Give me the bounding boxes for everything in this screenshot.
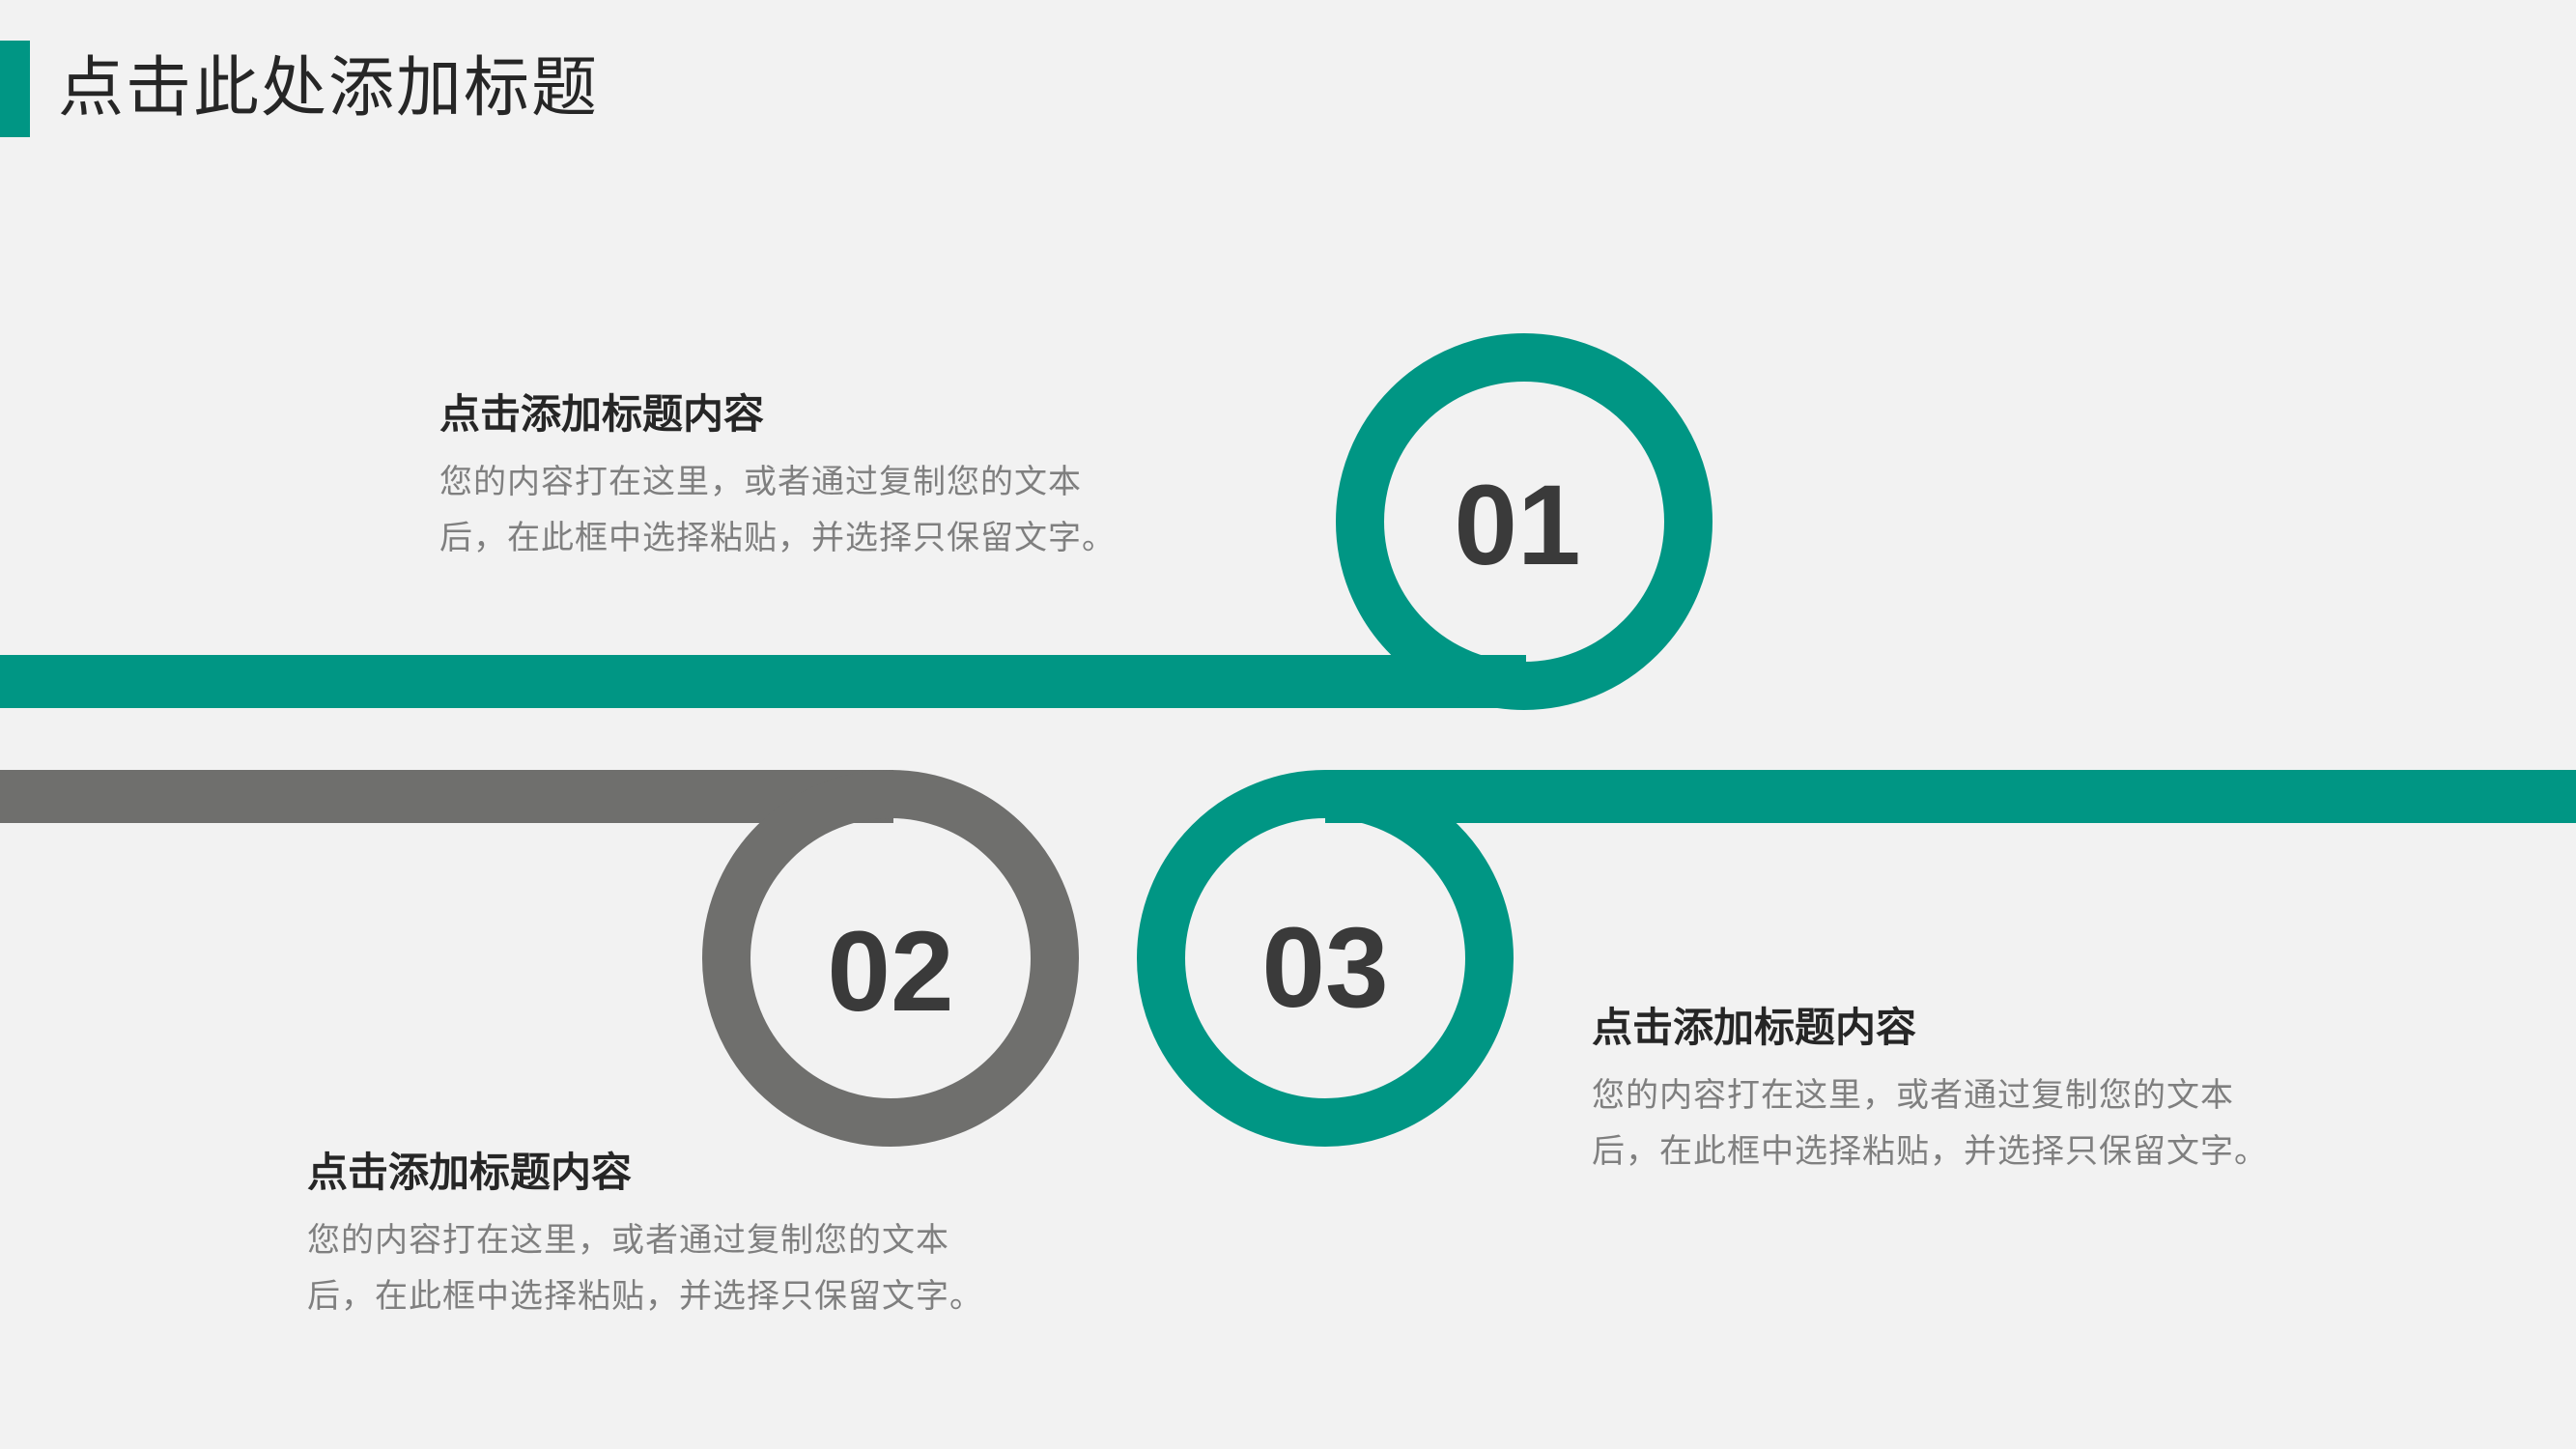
step-3-number: 03 (1261, 904, 1388, 1032)
step-1-body-line-2: 后，在此框中选择粘贴，并选择只保留文字。 (439, 519, 1116, 557)
step-1-line (0, 655, 1526, 708)
step-1-number: 01 (1454, 462, 1580, 589)
step-1-body-line-1: 您的内容打在这里，或者通过复制您的文本 (439, 463, 1082, 501)
step-3-line (1325, 770, 2576, 823)
step-1-ring (1336, 333, 1713, 710)
step-2-line (0, 770, 893, 823)
step-3-body-line-1: 您的内容打在这里，或者通过复制您的文本 (1592, 1076, 2234, 1115)
step-2-body-line-2: 后，在此框中选择粘贴，并选择只保留文字。 (307, 1277, 983, 1316)
step-1-body[interactable]: 您的内容打在这里，或者通过复制您的文本 后，在此框中选择粘贴，并选择只保留文字。 (439, 454, 1116, 566)
step-3-title[interactable]: 点击添加标题内容 (1592, 1004, 1917, 1051)
step-2-ring (702, 770, 1079, 1147)
step-3-body[interactable]: 您的内容打在这里，或者通过复制您的文本 后，在此框中选择粘贴，并选择只保留文字。 (1592, 1067, 2268, 1179)
step-1-line-joint (1391, 655, 1449, 708)
step-1-title[interactable]: 点击添加标题内容 (439, 390, 765, 438)
page-title[interactable]: 点击此处添加标题 (58, 50, 600, 127)
step-1-text-block: 点击添加标题内容 您的内容打在这里，或者通过复制您的文本 后，在此框中选择粘贴，… (439, 388, 1116, 566)
step-2-title[interactable]: 点击添加标题内容 (307, 1149, 633, 1196)
step-2-body[interactable]: 您的内容打在这里，或者通过复制您的文本 后，在此框中选择粘贴，并选择只保留文字。 (307, 1212, 983, 1324)
step-3-ring (1137, 770, 1514, 1147)
step-2-text-block: 点击添加标题内容 您的内容打在这里，或者通过复制您的文本 后，在此框中选择粘贴，… (307, 1147, 983, 1324)
title-accent-bar (0, 41, 30, 137)
step-3-body-line-2: 后，在此框中选择粘贴，并选择只保留文字。 (1592, 1132, 2268, 1171)
step-2-body-line-1: 您的内容打在这里，或者通过复制您的文本 (307, 1221, 949, 1260)
step-2-number: 02 (827, 908, 953, 1036)
step-3-text-block: 点击添加标题内容 您的内容打在这里，或者通过复制您的文本 后，在此框中选择粘贴，… (1592, 1002, 2268, 1179)
